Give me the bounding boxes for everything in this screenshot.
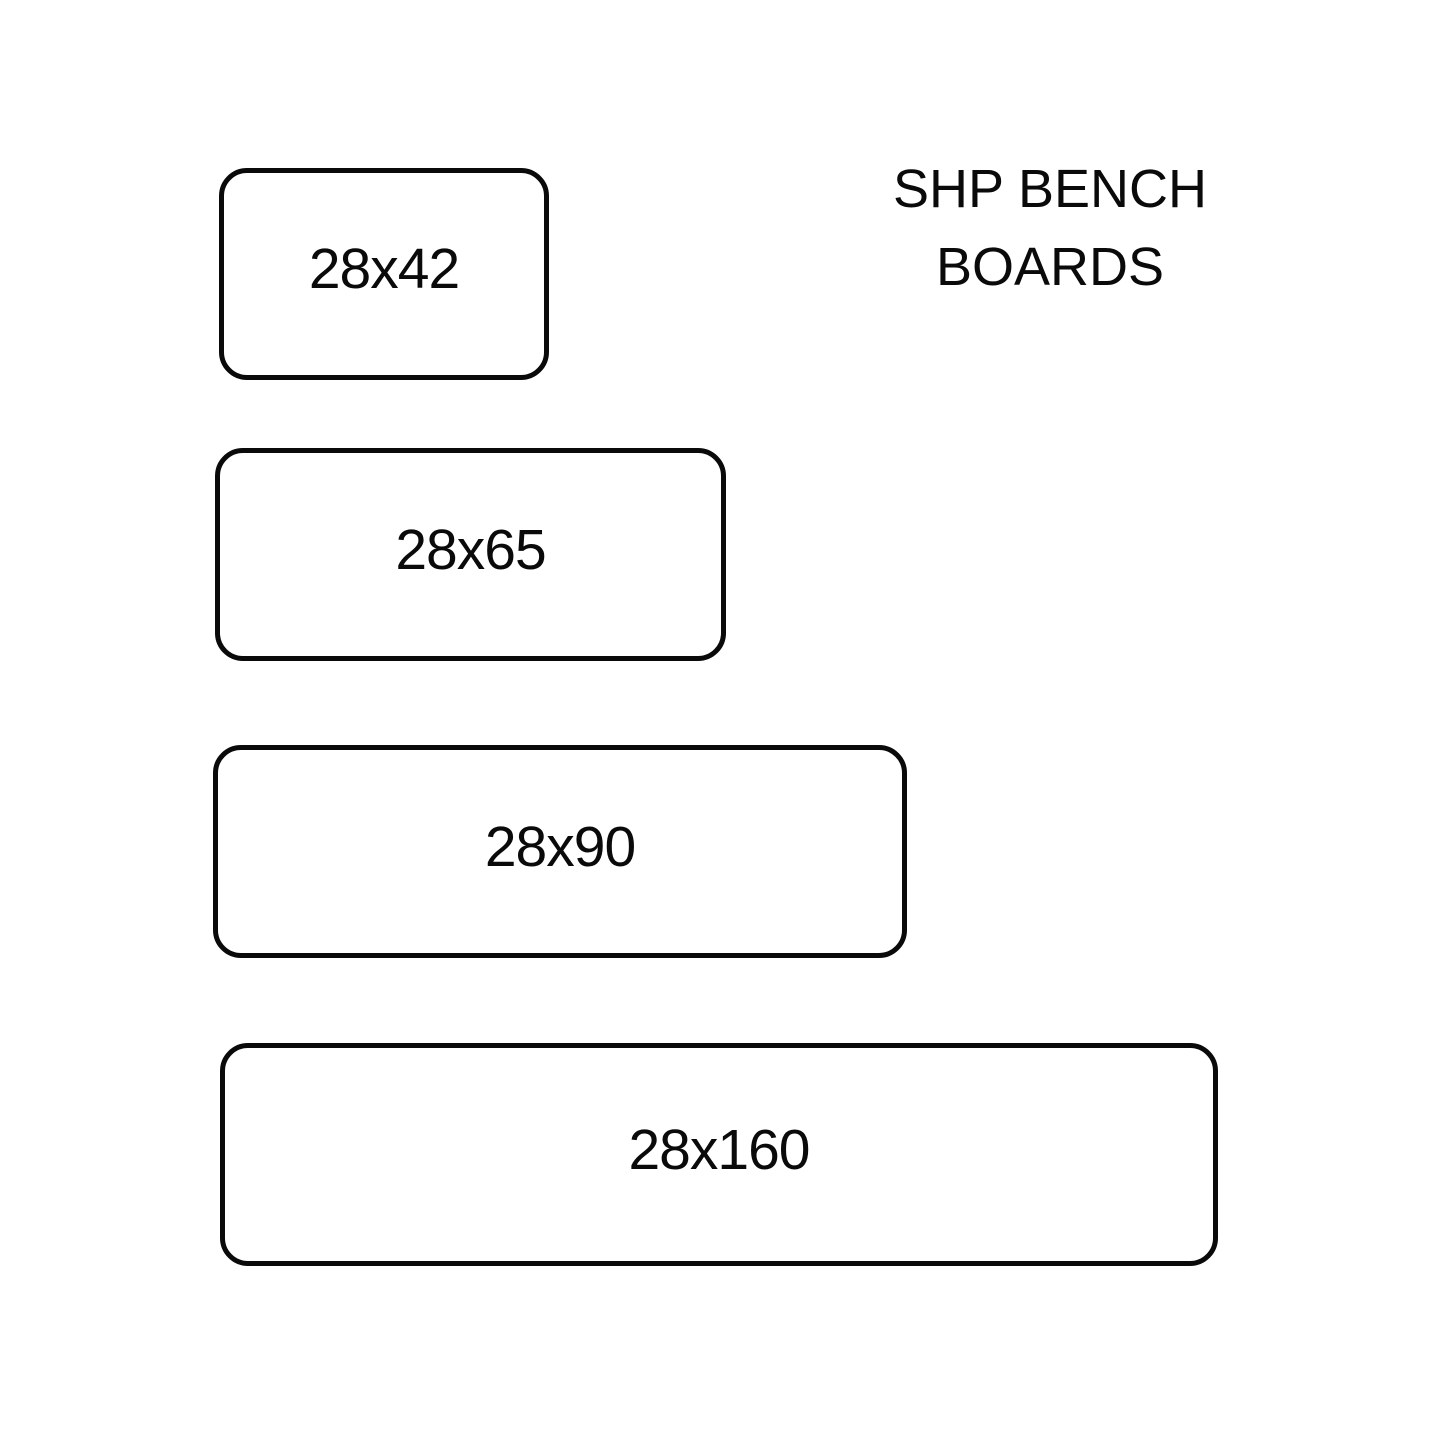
board-label-28x160: 28x160 bbox=[628, 1117, 810, 1182]
board-28x90: 28x90 bbox=[213, 745, 907, 958]
board-28x160: 28x160 bbox=[220, 1043, 1218, 1266]
diagram-title-line2: BOARDS bbox=[935, 237, 1165, 297]
board-label-28x42: 28x42 bbox=[308, 237, 460, 301]
diagram-title-line1: SHP BENCH bbox=[892, 159, 1208, 219]
board-label-28x65: 28x65 bbox=[395, 517, 546, 582]
diagram-title: SHP BENCH BOARDS bbox=[855, 150, 1245, 306]
board-28x65: 28x65 bbox=[215, 448, 726, 661]
board-label-28x90: 28x90 bbox=[484, 814, 636, 879]
board-28x42: 28x42 bbox=[219, 168, 549, 380]
